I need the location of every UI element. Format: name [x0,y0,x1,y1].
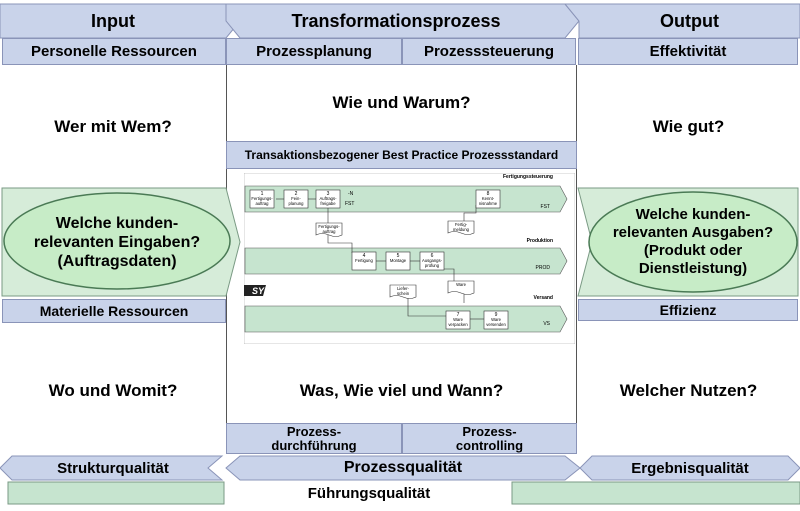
flow-step-4-text-0: 4 [363,253,366,259]
outputs-line-4: Dienstleistung) [638,260,748,277]
flow-step-9-text-1: Ware [491,317,502,322]
process-execution-line-2: durchführung [271,437,357,453]
flow-step-6-text-1: Ausgangs- [422,258,443,263]
flow-step-7-text-1: Ware [453,317,464,322]
fst-inline-label: FST [345,201,354,207]
flow-step-6-text-2: prüfung [425,263,440,268]
process-quality: Prozessqualität [343,459,463,476]
lane-title-fst: Fertigungssteuerung [503,174,553,180]
material-resources: Materielle Ressourcen [2,299,226,323]
flow-step-8-text-1: Kennt- [482,196,495,201]
question-what: Was, Wie viel und Wann? [299,381,504,400]
process-controlling: Prozess- controlling [402,423,577,454]
process-execution-line-1: Prozess- [286,423,342,439]
flow-document-3-text-0: Ware [456,282,467,287]
quality-arrows [0,455,800,505]
header-input: Input [91,10,135,31]
flow-step-3-text-0: 3 [327,191,330,197]
flow-document-1: Fertigungs-auftrag [315,222,343,237]
flow-connectors [276,198,484,320]
structure-quality: Strukturqualität [57,459,169,477]
flow-document-1-text-0: Fertigungs- [318,224,340,229]
lane-title-prod: Produktion [527,238,553,244]
flow-step-3-text-1: Auftrags- [320,196,338,201]
flow-step-9-text-2: versenden [486,322,506,327]
flow-step-1-text-1: Fertigungs- [251,196,273,201]
flow-step-8-text-2: nisnahme [479,201,498,206]
flow-step-6-text-0: 6 [431,253,434,259]
flow-document-4-text-1: schein [397,291,410,296]
question-where: Wo und Womit? [48,381,178,400]
process-controlling-line-2: controlling [455,437,524,453]
efficiency: Effizienz [578,299,798,321]
flow-document-4-text-0: Liefer- [397,286,409,291]
process-controlling-line-1: Prozess- [462,423,517,439]
outputs-line-2: relevanten Ausgaben? [612,224,774,241]
flow-document-1-text-1: auftrag [322,229,336,234]
question-how-good: Wie gut? [652,117,725,136]
flow-step-2-text-2: planung [289,201,305,206]
flow-step-4-text-1: Fertigung [355,258,373,263]
header-arrows [0,3,800,39]
outputs-ellipse [588,191,798,293]
result-quality: Ergebnisqualität [631,459,749,477]
process-execution: Prozess- durchführung [226,423,402,454]
flow-document-4: Liefer-schein [389,284,417,299]
effectiveness: Effektivität [578,38,798,65]
svg-text:SYCAT: SYCAT [252,286,283,296]
inputs-line-3: (Auftragsdaten) [57,252,177,270]
flow-document-2-text-0: Fertig- [455,222,468,227]
leadership-quality: Führungsqualität [307,484,431,502]
outputs-line-3: (Produkt oder [643,242,743,259]
standard-title: Transaktionsbezogener Best Practice Proz… [226,141,577,169]
outputs-line-1: Welche kunden- [635,206,751,223]
outputs-question: Welche kunden- relevanten Ausgaben? (Pro… [593,204,793,280]
flow-step-7-text-0: 7 [457,312,460,318]
inputs-ellipse [3,192,231,290]
flow-step-1-text-0: 1 [261,191,264,197]
flow-step-1-text-2: auftrag [255,201,269,206]
flow-document-2-text-1: meldung [453,227,470,232]
lane-code-fst: FST [541,204,550,210]
question-who: Wer mit Wem? [54,117,172,136]
question-why: Wie und Warum? [332,93,471,112]
inputs-line-1: Welche kunden- [55,214,179,232]
input-panel-shape [1,187,241,297]
header-transformation: Transformationsprozess [291,10,501,31]
process-planning: Prozessplanung [226,38,402,65]
process-flow-diagram: Fertigungssteuerung Produktion Versand F… [244,173,575,344]
flow-step-2-text-0: 2 [295,191,298,197]
flow-document-2: Fertig-meldung [447,220,475,235]
flow-step-5-text-0: 5 [397,253,400,259]
lane-code-vs: VS [543,321,550,327]
flow-step-8-text-0: 8 [487,191,490,197]
question-benefit: Welcher Nutzen? [619,381,758,400]
lane-title-vs: Versand [534,295,553,301]
output-panel-shape [577,187,799,297]
n-label: -N [348,191,354,197]
header-output: Output [660,10,719,31]
inputs-line-2: relevanten Eingaben? [33,233,201,251]
lane-vs [244,305,568,333]
flow-step-2-text-1: Fein- [291,196,301,201]
flow-step-9-text-0: 9 [495,312,498,318]
flow-document-3: Ware [447,280,475,295]
flow-step-7-text-2: verpacken [448,322,468,327]
flow-step-5-text-1: Montage [390,258,407,263]
lane-code-prod: PROD [536,265,551,271]
flow-step-3-text-2: freigabe [320,201,336,206]
sycat-logo: SYCAT [244,285,283,296]
inputs-question: Welche kunden- relevanten Eingaben? (Auf… [12,207,222,277]
personnel-resources: Personelle Ressourcen [2,38,226,65]
process-control: Prozesssteuerung [402,38,576,65]
